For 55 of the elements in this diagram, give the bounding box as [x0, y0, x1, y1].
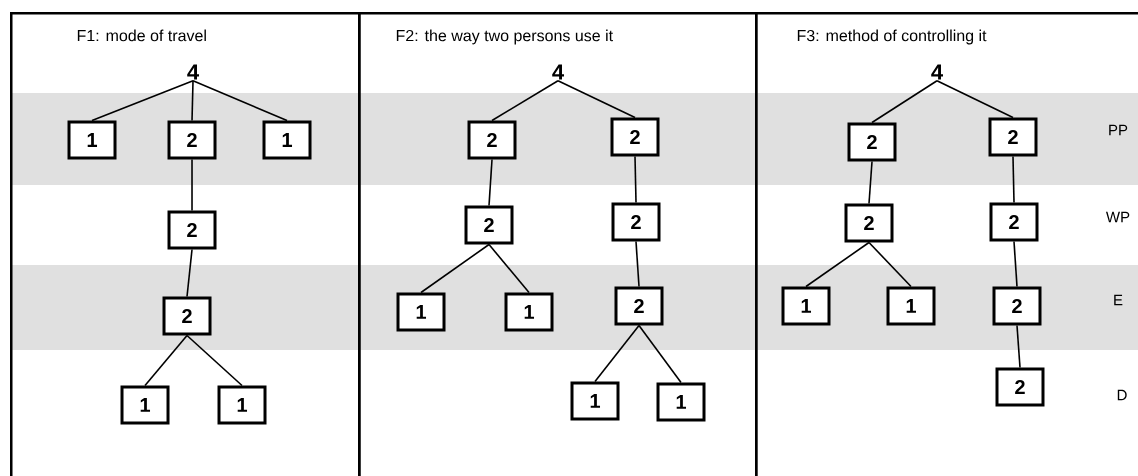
number-box: 1 [262, 120, 312, 160]
connector-line [634, 155, 637, 204]
connector-line [638, 324, 682, 384]
connector-line [420, 243, 490, 294]
number-box: 1 [120, 385, 170, 425]
connector-line [144, 334, 188, 387]
connector-line [635, 240, 640, 288]
number-box: 2 [467, 120, 517, 160]
number-box: 1 [570, 381, 620, 421]
number-box: 2 [989, 202, 1039, 242]
number-box: 2 [610, 117, 660, 157]
connector-line [868, 241, 912, 288]
connector-line [191, 79, 194, 122]
row-label: E [1114, 294, 1123, 306]
number-label: 4 [187, 64, 199, 80]
connector-line [805, 241, 870, 288]
number-box: 2 [847, 122, 897, 162]
number-box: 1 [396, 292, 446, 332]
connector-line [1013, 240, 1018, 288]
number-box: 1 [781, 286, 831, 326]
connector-line [186, 248, 193, 298]
number-box: 2 [614, 286, 664, 326]
number-box: 2 [464, 205, 514, 245]
number-label: 4 [552, 64, 564, 80]
number-box: 1 [217, 385, 267, 425]
connector-line [1016, 324, 1021, 369]
number-box: 2 [844, 203, 894, 243]
connector-line [488, 158, 493, 207]
row-label: PP [1109, 124, 1128, 136]
connector-line [868, 160, 873, 205]
number-label: 4 [931, 64, 943, 80]
number-box: 2 [995, 367, 1045, 407]
number-box: 2 [162, 296, 212, 336]
connector-line [1012, 155, 1015, 204]
number-box: 2 [992, 286, 1042, 326]
row-label: WP [1106, 211, 1130, 223]
connector-line [186, 334, 243, 387]
number-box: 2 [167, 120, 217, 160]
connector-line [192, 79, 288, 122]
number-box: 2 [988, 117, 1038, 157]
connector-line [488, 243, 530, 294]
connector-line [491, 79, 559, 122]
number-box: 1 [67, 120, 117, 160]
connector-line [91, 79, 194, 122]
number-box: 2 [611, 202, 661, 242]
connector-line [871, 79, 938, 124]
connector-line [557, 79, 636, 119]
connector-line [936, 79, 1014, 119]
connector-line [594, 324, 640, 383]
number-box: 1 [504, 292, 554, 332]
row-label: D [1117, 389, 1127, 401]
connector-line [191, 158, 193, 212]
number-box: 2 [167, 210, 217, 250]
number-box: 1 [656, 382, 706, 422]
number-box: 1 [886, 286, 936, 326]
